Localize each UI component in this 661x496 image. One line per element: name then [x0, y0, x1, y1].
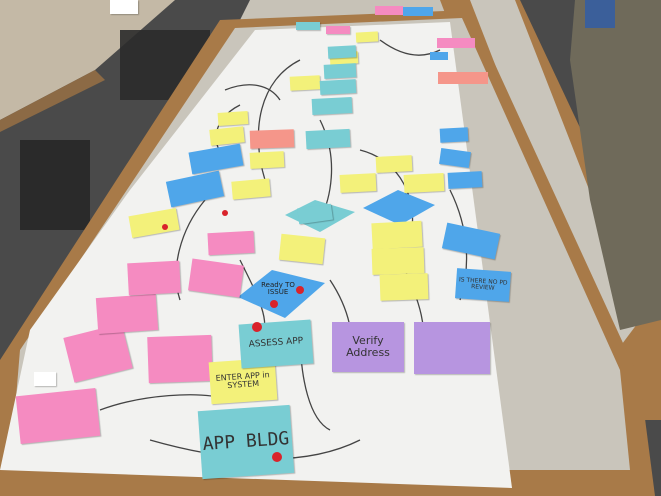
red-dot-sticker [272, 452, 282, 462]
sticky-note [327, 45, 357, 59]
sticky-note [15, 387, 101, 445]
sticky-note [323, 63, 357, 79]
sticky-note [249, 129, 295, 149]
sticky-note [217, 110, 249, 127]
sticky-note [371, 247, 425, 275]
app-bldg-note: APP BLDG [197, 404, 295, 480]
sticky-note [355, 31, 379, 43]
sticky-note [439, 127, 469, 143]
sticky-note [375, 155, 413, 173]
sticky-note [371, 220, 423, 250]
paper-tag [110, 0, 138, 14]
sticky-note [319, 79, 357, 95]
ready-to-issue-label: Ready TO ISSUE [261, 280, 295, 296]
address-list-note [414, 322, 490, 374]
sticky-note [379, 273, 429, 301]
sticky-note [305, 128, 351, 150]
yes-flag-label [348, 196, 378, 210]
assess-app-note: ASSESS APP [238, 319, 314, 369]
sticky-note [95, 293, 159, 335]
red-dot-sticker [296, 286, 304, 294]
red-dot-sticker [162, 224, 168, 230]
sticky-note [403, 172, 445, 194]
sticky-note [289, 75, 321, 91]
sticky-note [326, 26, 350, 34]
sticky-note [339, 173, 377, 193]
sticky-note [127, 260, 181, 296]
sticky-note [311, 96, 353, 116]
no-review-note: IS THERE NO PD REVIEW [455, 268, 511, 302]
sticky-note [447, 171, 483, 189]
sticky-note [231, 178, 271, 200]
sticky-note [207, 230, 255, 256]
sticky-note [249, 151, 285, 169]
sticky-note [278, 233, 326, 265]
red-dot-sticker [252, 322, 262, 332]
red-dot-sticker [222, 210, 228, 216]
sticky-note [296, 22, 320, 30]
verify-address-note: Verify Address [332, 322, 404, 372]
red-dot-sticker [270, 300, 278, 308]
paper-tag [34, 372, 56, 386]
sticky-note [147, 334, 213, 384]
